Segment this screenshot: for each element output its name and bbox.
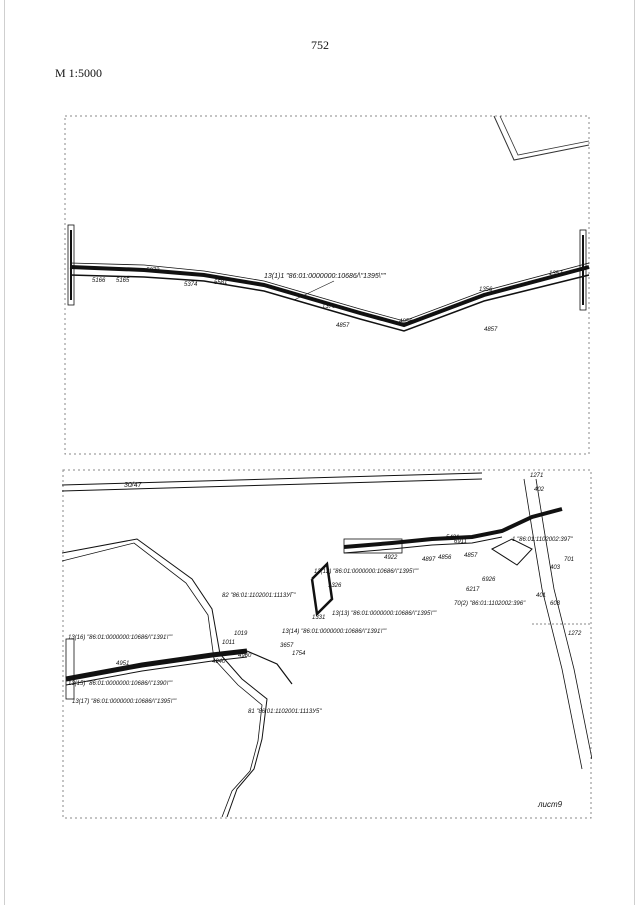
leader-line-main — [293, 280, 335, 301]
parcel-outline-corner-inner — [499, 115, 590, 156]
point-label: 402 — [534, 487, 545, 493]
point-label: 603 — [550, 601, 561, 607]
point-label: 1271 — [530, 473, 543, 479]
point-label: 1011 — [222, 640, 235, 646]
map-top-frame — [64, 115, 590, 455]
point-label: 4857 — [336, 323, 350, 329]
parcel-label: 13(16) "86:01:0000000:10686/\"1391\"" — [68, 635, 173, 641]
point-label: 5374 — [184, 282, 198, 288]
sheet-label: лист9 — [537, 800, 563, 809]
point-label: 401 — [536, 593, 546, 599]
parcel-label: 70(2) "86:01:1102002:396" — [454, 601, 526, 607]
page-edge-right — [634, 0, 635, 905]
point-label: 3657 — [280, 643, 294, 649]
side-marker-right — [579, 229, 587, 311]
parcel-outline-corner — [493, 115, 590, 161]
point-label: 1272 — [568, 631, 582, 637]
point-label: 5581 — [214, 280, 227, 286]
parcel-label: 13(17) "86:01:0000000:10686/\"1395\"" — [72, 699, 177, 705]
point-label: 1357 — [549, 271, 563, 277]
parcel-small-right — [490, 538, 533, 566]
point-label: 4857 — [464, 553, 478, 559]
point-label: 4960 — [238, 653, 252, 659]
point-label: 4951 — [116, 661, 129, 667]
point-label: 4940 — [212, 659, 226, 665]
corridor-mid-block — [310, 561, 334, 617]
point-label: 1376 — [322, 304, 336, 310]
parcel-label-main: 13(1)1 "86:01:0000000:10686/\"1395\"" — [264, 273, 386, 280]
road-top — [62, 472, 483, 492]
point-label: 4856 — [438, 555, 452, 561]
main-corridor — [69, 262, 590, 332]
point-label: 4897 — [422, 557, 436, 563]
corridor-right — [343, 507, 563, 554]
point-label: 5373 — [146, 268, 160, 274]
point-label: 1356 — [479, 287, 493, 293]
point-label: 4856 — [399, 319, 413, 325]
page-number: 752 — [311, 38, 329, 52]
map-panel-bottom: 30/47 82 "86:01:1102001:1113УГ" 81 "86:0… — [62, 469, 592, 819]
parcel-label: 13(15) "86:01:0000000:10686/\"1390\"" — [68, 681, 173, 687]
point-label: 403 — [550, 565, 561, 571]
parcel-label: 13(12) "86:01:0000000:10686/\"1395\"" — [314, 569, 419, 575]
parcel-label: 13(13) "86:01:0000000:10686/\"1395\"" — [332, 611, 437, 617]
parcel-boundary-large — [62, 538, 268, 818]
parcel-label: 81 "86:01:1102001:1113У5" — [248, 709, 322, 715]
point-label: 1326 — [328, 583, 342, 589]
parcel-label: 82 "86:01:1102001:1113УГ" — [222, 593, 296, 599]
road-label: 30/47 — [124, 482, 143, 489]
map-bottom-svg: 30/47 82 "86:01:1102001:1113УГ" 81 "86:0… — [62, 469, 592, 819]
point-label: 1331 — [312, 615, 325, 621]
point-label: 5166 — [92, 278, 106, 284]
point-label: 6926 — [482, 577, 496, 583]
corridor-left — [65, 648, 293, 686]
map-top-svg: 13(1)1 "86:01:0000000:10686/\"1395\"" 51… — [64, 115, 590, 455]
map-bottom-frame — [62, 469, 592, 819]
side-marker-bottom-left — [65, 638, 75, 700]
side-marker-left — [67, 224, 75, 306]
parcel-label: 13(14) "86:01:0000000:10686/\"1391\"" — [282, 629, 387, 635]
point-label: 6911 — [454, 539, 467, 545]
parcel-label: 1 "86:01:1102002:397" — [512, 537, 573, 543]
point-label: 5431 — [446, 535, 459, 541]
page-edge-left — [4, 0, 5, 905]
point-label: 1754 — [292, 651, 306, 657]
scale-label: М 1:5000 — [55, 66, 103, 80]
point-label: 6217 — [466, 587, 480, 593]
point-label: 5165 — [116, 278, 130, 284]
map-panel-top: 13(1)1 "86:01:0000000:10686/\"1395\"" 51… — [64, 115, 590, 455]
point-label: 1019 — [234, 631, 248, 637]
point-label: 4922 — [384, 555, 398, 561]
road-right — [523, 478, 592, 770]
point-label: 4857 — [484, 327, 498, 333]
point-label: 701 — [564, 557, 574, 563]
